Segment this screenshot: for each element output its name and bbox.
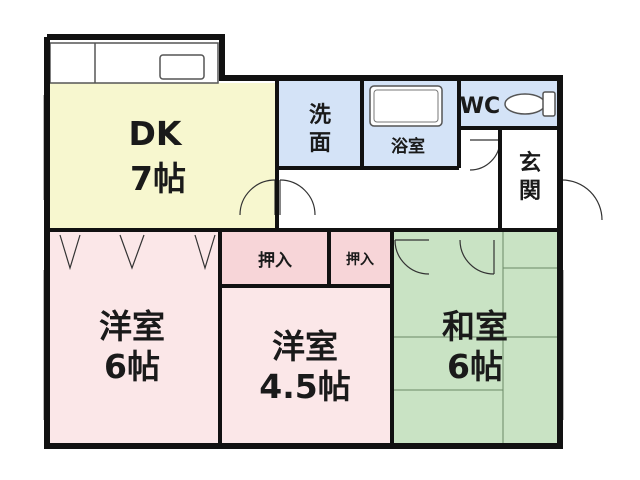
washitsu-size: 6帖 <box>447 347 503 386</box>
kitchen-counter <box>49 42 219 84</box>
yoshitsu45-size: 4.5帖 <box>259 367 350 406</box>
yoshitsu45-label: 洋室 <box>272 327 338 366</box>
yoshitsu45-fill <box>222 287 391 443</box>
senmen-fill <box>279 81 361 167</box>
oshiire1-fill <box>222 232 328 284</box>
wc-label: WC <box>460 94 500 119</box>
yoshitsu6-size: 6帖 <box>104 347 160 386</box>
walls <box>44 34 563 449</box>
oshiire1-label: 押入 <box>258 250 292 271</box>
dk-fill <box>50 83 275 228</box>
yoshitsu6-fill <box>50 232 219 443</box>
dk-label: DK <box>129 114 183 153</box>
toilet-icon <box>504 91 556 117</box>
dk-size: 7帖 <box>130 159 186 198</box>
tatami-lines <box>394 232 557 443</box>
yokushitsu-label: 浴室 <box>391 136 425 157</box>
senmen-label-1: 洗 <box>309 103 331 128</box>
closet-marks <box>59 234 216 271</box>
genkan-label-2: 関 <box>519 179 541 204</box>
bathtub-icon <box>369 85 443 127</box>
interior-walls <box>47 78 560 446</box>
senmen-label-2: 面 <box>309 131 331 156</box>
genkan-label-1: 玄 <box>519 150 541 176</box>
washitsu-label: 和室 <box>442 307 508 346</box>
oshiire2-label: 押入 <box>346 251 374 268</box>
yoshitsu6-label: 洋室 <box>99 307 165 346</box>
oshiire2-fill <box>331 232 391 284</box>
